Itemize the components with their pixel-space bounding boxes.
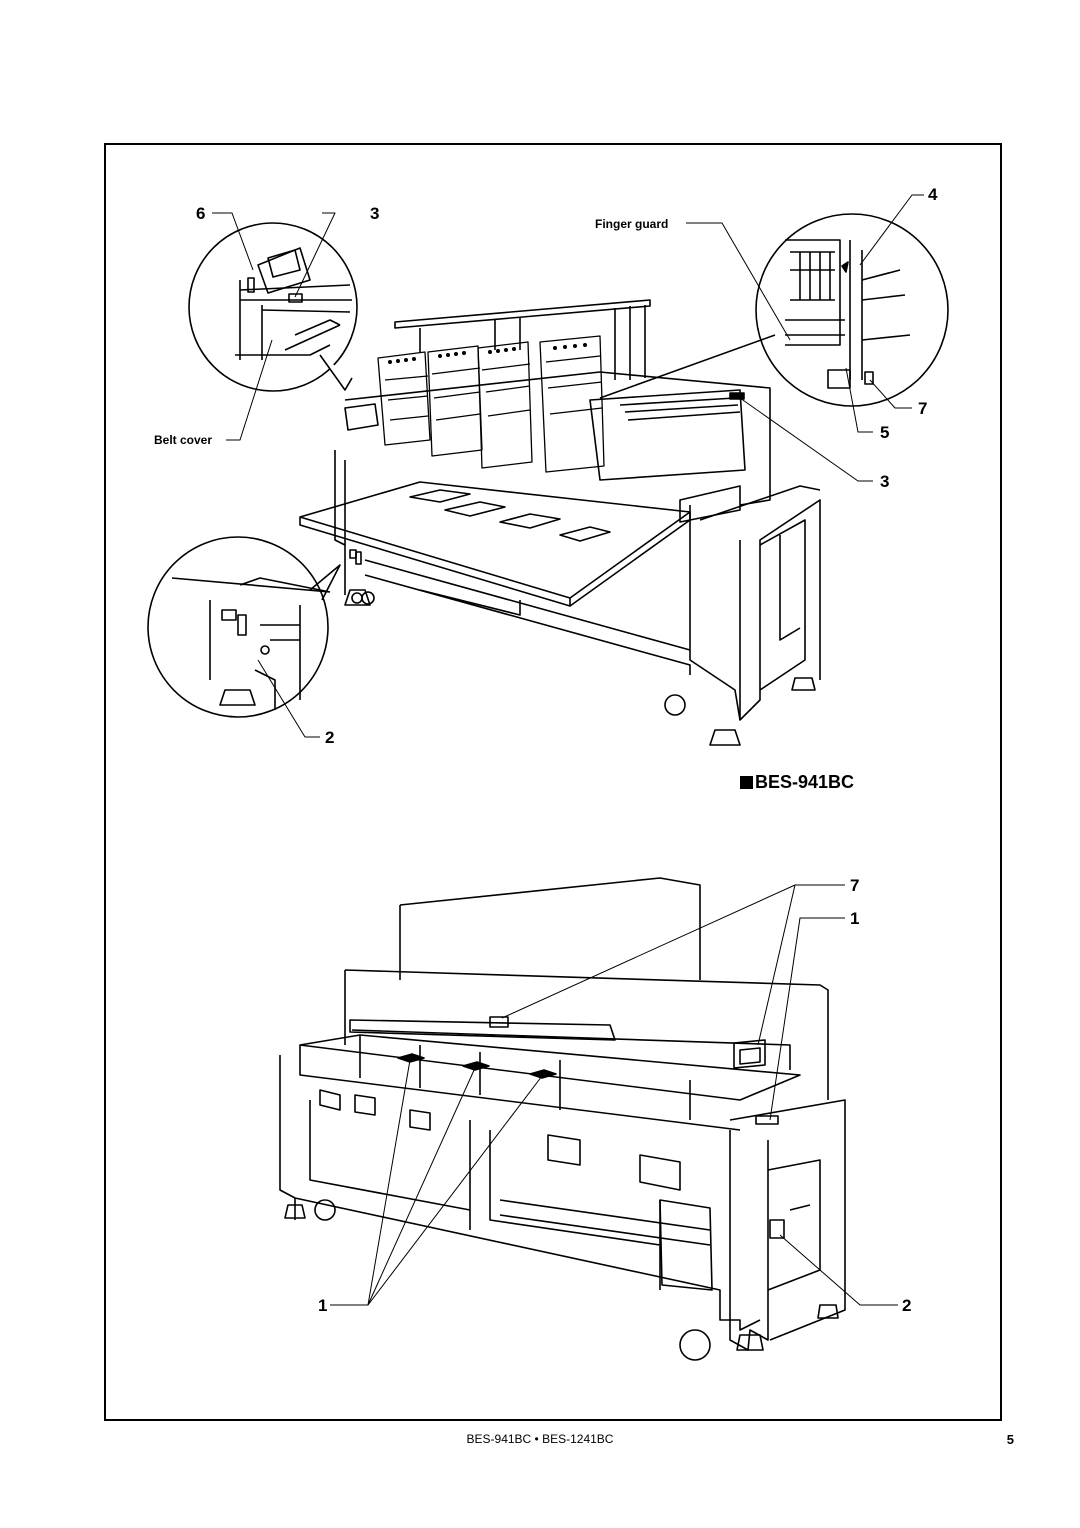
- belt-cover-label: Belt cover: [154, 433, 213, 447]
- callout-3-right: 3: [880, 472, 890, 491]
- callout-1-right: 1: [850, 909, 860, 928]
- detail-circle-control-panel: [188, 222, 358, 392]
- finger-guard-label: Finger guard: [595, 217, 669, 231]
- callout-1-left: 1: [318, 1296, 328, 1315]
- callout-2-bottom: 2: [902, 1296, 912, 1315]
- callout-7-top: 7: [918, 399, 928, 418]
- detail-circle-power-switch: [147, 536, 341, 718]
- callout-4: 4: [928, 185, 938, 204]
- callout-6: 6: [196, 204, 206, 223]
- callout-7-bottom: 7: [850, 876, 860, 895]
- figure-frame: [104, 143, 1002, 1421]
- callout-5: 5: [880, 423, 890, 442]
- page-number: 5: [1006, 1432, 1014, 1447]
- detail-circle-finger-guard: [599, 213, 949, 407]
- callout-2-top: 2: [325, 728, 335, 747]
- footer-models: BES-941BC • BES-1241BC: [466, 1432, 614, 1446]
- square-bullet-icon: [740, 776, 753, 789]
- model-title: BES-941BC: [740, 772, 854, 793]
- bottom-machine-drawing: [279, 877, 846, 1361]
- callout-3-top-left: 3: [370, 204, 380, 223]
- top-machine-drawing: [299, 299, 821, 746]
